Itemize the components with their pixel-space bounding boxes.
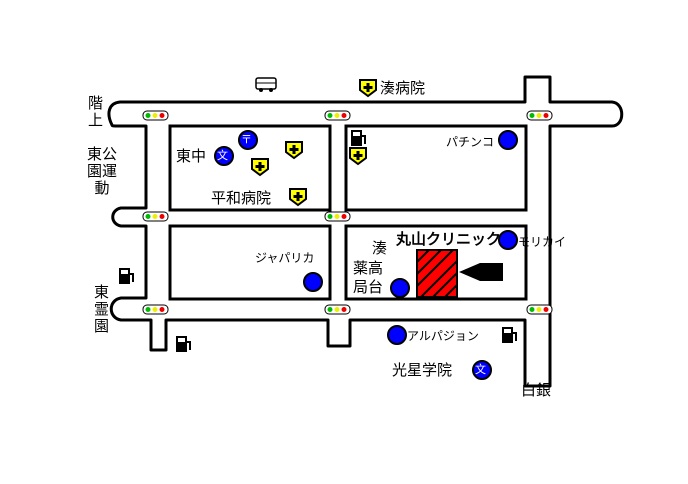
pointer-arrow-icon [459,263,503,281]
gas-station-icon [119,268,134,284]
post-office-icon [238,130,258,150]
landmark-dot-icon [498,230,518,250]
landmark-dot-icon [498,130,518,150]
label-morikai: モリカイ [518,235,567,249]
traffic-light-icon [324,211,351,222]
label-japarika: ジャパリカ [255,251,315,265]
label-minato: 湊 [372,239,388,257]
school-mark: 文 [475,363,486,376]
traffic-light-icon [526,110,553,121]
label-pharmacy-line2: 局台 [353,278,384,296]
bus-icon [255,77,277,92]
landmark-dot-icon [387,325,407,345]
block-southwest [168,224,332,301]
label-pharmacy-line1: 薬高 [353,259,384,277]
traffic-light-icon [142,211,169,222]
label-kaijo: 階上 [87,94,103,129]
school-bun-icon [214,146,234,166]
gas-station-icon [176,336,191,352]
label-clinic: 丸山クリニック [396,230,502,248]
traffic-light-icon [142,304,169,315]
traffic-light-icon [526,304,553,315]
block-northeast [344,124,528,212]
gas-station-icon [351,130,366,146]
hospital-cross-icon [251,158,269,177]
label-pachinko: パチンコ [446,135,495,149]
label-arpajon: アルパジョン [407,329,479,343]
hospital-cross-icon [289,188,307,207]
school-bun-icon [472,360,492,380]
landmark-dot-icon [390,278,410,298]
label-higashi-chu: 東中 [176,147,207,165]
post-mark: 〒 [241,133,252,146]
label-kosei-school: 光星学院 [392,361,453,379]
label-shirogane: 白銀 [521,381,552,399]
traffic-light-icon [324,304,351,315]
hospital-cross-icon [285,141,303,160]
traffic-light-icon [142,110,169,121]
label-minato-hospital: 湊病院 [380,79,426,97]
hospital-cross-icon [349,147,367,166]
hospital-cross-icon [359,79,377,98]
traffic-light-icon [324,110,351,121]
label-higashi-park: 東公園運動 [86,145,117,197]
gas-station-icon [502,327,517,343]
landmark-dot-icon [303,272,323,292]
school-mark: 文 [217,149,228,162]
label-heiwa-hospital: 平和病院 [211,189,272,207]
label-higashi-cemetery: 東霊園 [93,283,109,335]
